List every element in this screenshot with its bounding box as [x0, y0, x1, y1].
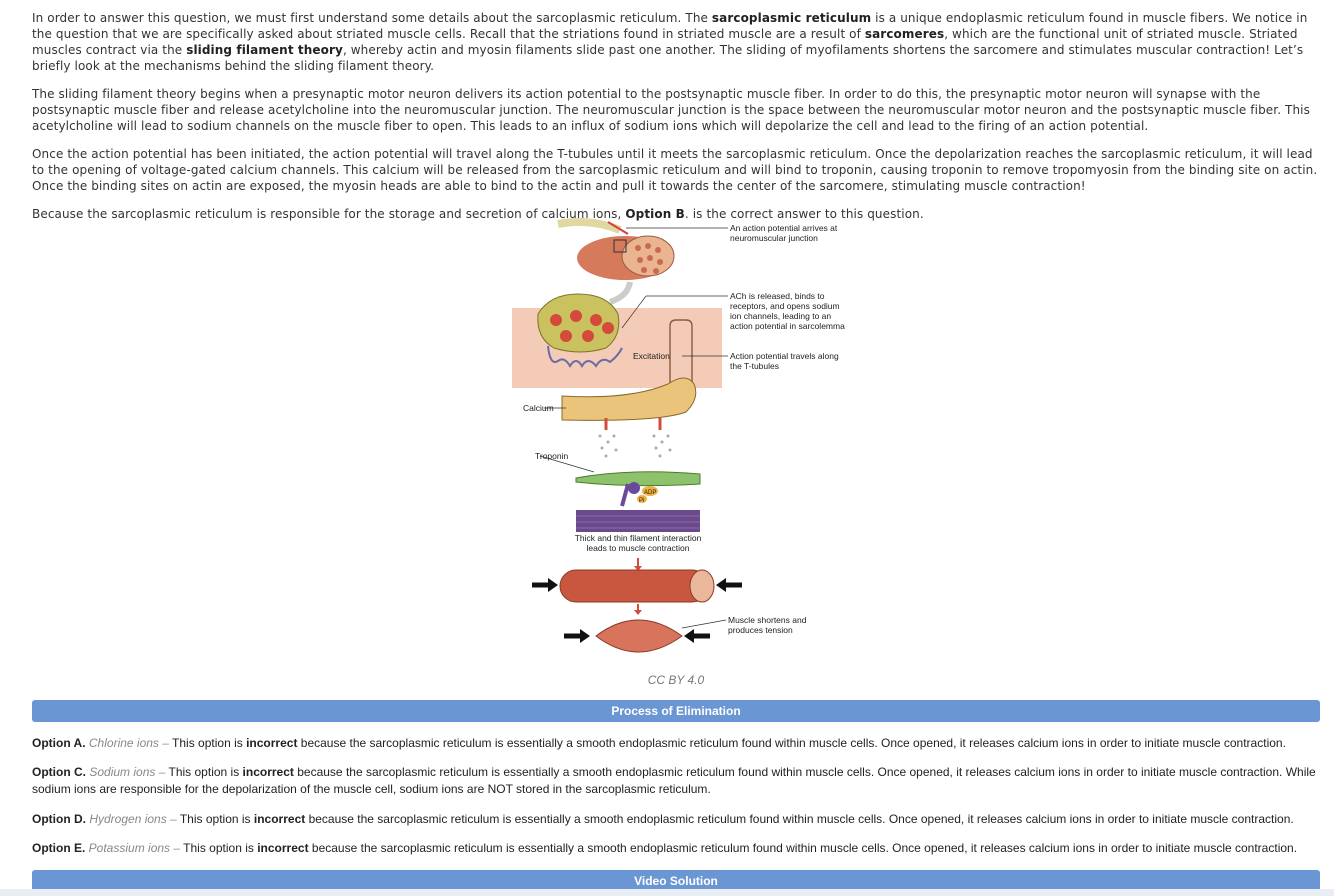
label-ap-arrives-1: An action potential arrives at [730, 223, 838, 233]
option-d-explanation: Option D. Hydrogen ions – This option is… [32, 811, 1322, 828]
label-interaction-2: leads to muscle contraction [587, 543, 690, 553]
term-sarcoplasmic-reticulum: sarcoplasmic reticulum [711, 11, 872, 25]
text-run: This option is [176, 812, 254, 826]
explanation-paragraph-4: Because the sarcoplasmic reticulum is re… [32, 206, 1320, 222]
option-c-explanation: Option C. Sodium ions – This option is i… [32, 764, 1322, 798]
label-pi: Pi [639, 498, 644, 504]
label-shortens-1: Muscle shortens and [728, 615, 807, 625]
label-excitation: Excitation [633, 351, 670, 361]
text-run: is a unique endoplasmic reticulum found … [32, 11, 1308, 41]
option-name: Potassium ions – [88, 841, 181, 855]
text-run: because the sarcoplasmic reticulum is es… [32, 765, 1316, 796]
term-sliding-filament-theory: sliding filament theory [186, 43, 343, 57]
label-ach-4: action potential in sarcolemma [730, 321, 845, 331]
label-ach-1: ACh is released, binds to [730, 291, 825, 301]
label-shortens-2: produces tension [728, 625, 793, 635]
explanation-section: In order to answer this question, we mus… [32, 10, 1320, 234]
explanation-paragraph-3: Once the action potential has been initi… [32, 147, 1318, 193]
label-adp: ADP [644, 490, 656, 496]
option-label: Option E. [32, 841, 86, 855]
label-calcium: Calcium [523, 403, 554, 413]
label-ach-2: receptors, and opens sodium [730, 301, 840, 311]
incorrect-label: incorrect [242, 765, 294, 779]
muscle-contraction-figure: An action potential arrives at neuromusc… [510, 216, 850, 662]
label-ttubules-1: Action potential travels along [730, 351, 839, 361]
text-run: because the sarcoplasmic reticulum is es… [308, 841, 1298, 855]
term-sarcomeres: sarcomeres [864, 27, 945, 41]
text-run: Because the sarcoplasmic reticulum is re… [32, 207, 626, 221]
option-label: Option A. [32, 736, 86, 750]
process-of-elimination-header: Process of Elimination [32, 700, 1320, 722]
label-ap-arrives-2: neuromuscular junction [730, 233, 818, 243]
text-run: , which are the functional unit of stria… [32, 27, 1298, 57]
explanation-paragraph-1: In order to answer this question, we mus… [32, 10, 1320, 74]
label-ach-3: ion channels, leading to an [730, 311, 831, 321]
figure-caption: CC BY 4.0 [647, 673, 705, 687]
video-solution-header: Video Solution [32, 870, 1320, 892]
option-name: Hydrogen ions – [89, 812, 177, 826]
incorrect-label: incorrect [257, 841, 309, 855]
text-run: This option is [165, 765, 243, 779]
option-e-explanation: Option E. Potassium ions – This option i… [32, 840, 1322, 857]
text-run: , whereby actin and myosin filaments sli… [32, 43, 1304, 73]
option-name: Chlorine ions – [88, 736, 169, 750]
explanation-paragraph-2: The sliding filament theory begins when … [32, 87, 1310, 133]
option-name: Sodium ions – [89, 765, 166, 779]
text-run: In order to answer this question, we mus… [32, 11, 712, 25]
label-ttubules-2: the T-tubules [730, 361, 779, 371]
text-run: This option is [168, 736, 247, 750]
page-bottom-strip [0, 889, 1334, 896]
figure-illustration: An action potential arrives at neuromusc… [512, 218, 845, 653]
incorrect-label: incorrect [253, 812, 306, 826]
text-run: . is the correct answer to this question… [684, 207, 924, 221]
text-run: This option is [180, 841, 258, 855]
option-a-explanation: Option A. Chlorine ions – This option is… [32, 735, 1322, 752]
label-troponin: Troponin [535, 451, 569, 461]
incorrect-label: incorrect [246, 736, 298, 750]
correct-option: Option B [625, 207, 685, 221]
text-run: because the sarcoplasmic reticulum is es… [297, 736, 1286, 750]
text-run: because the sarcoplasmic reticulum is es… [305, 812, 1294, 826]
label-interaction-1: Thick and thin filament interaction [575, 533, 702, 543]
option-label: Option D. [32, 812, 86, 826]
option-label: Option C. [32, 765, 86, 779]
